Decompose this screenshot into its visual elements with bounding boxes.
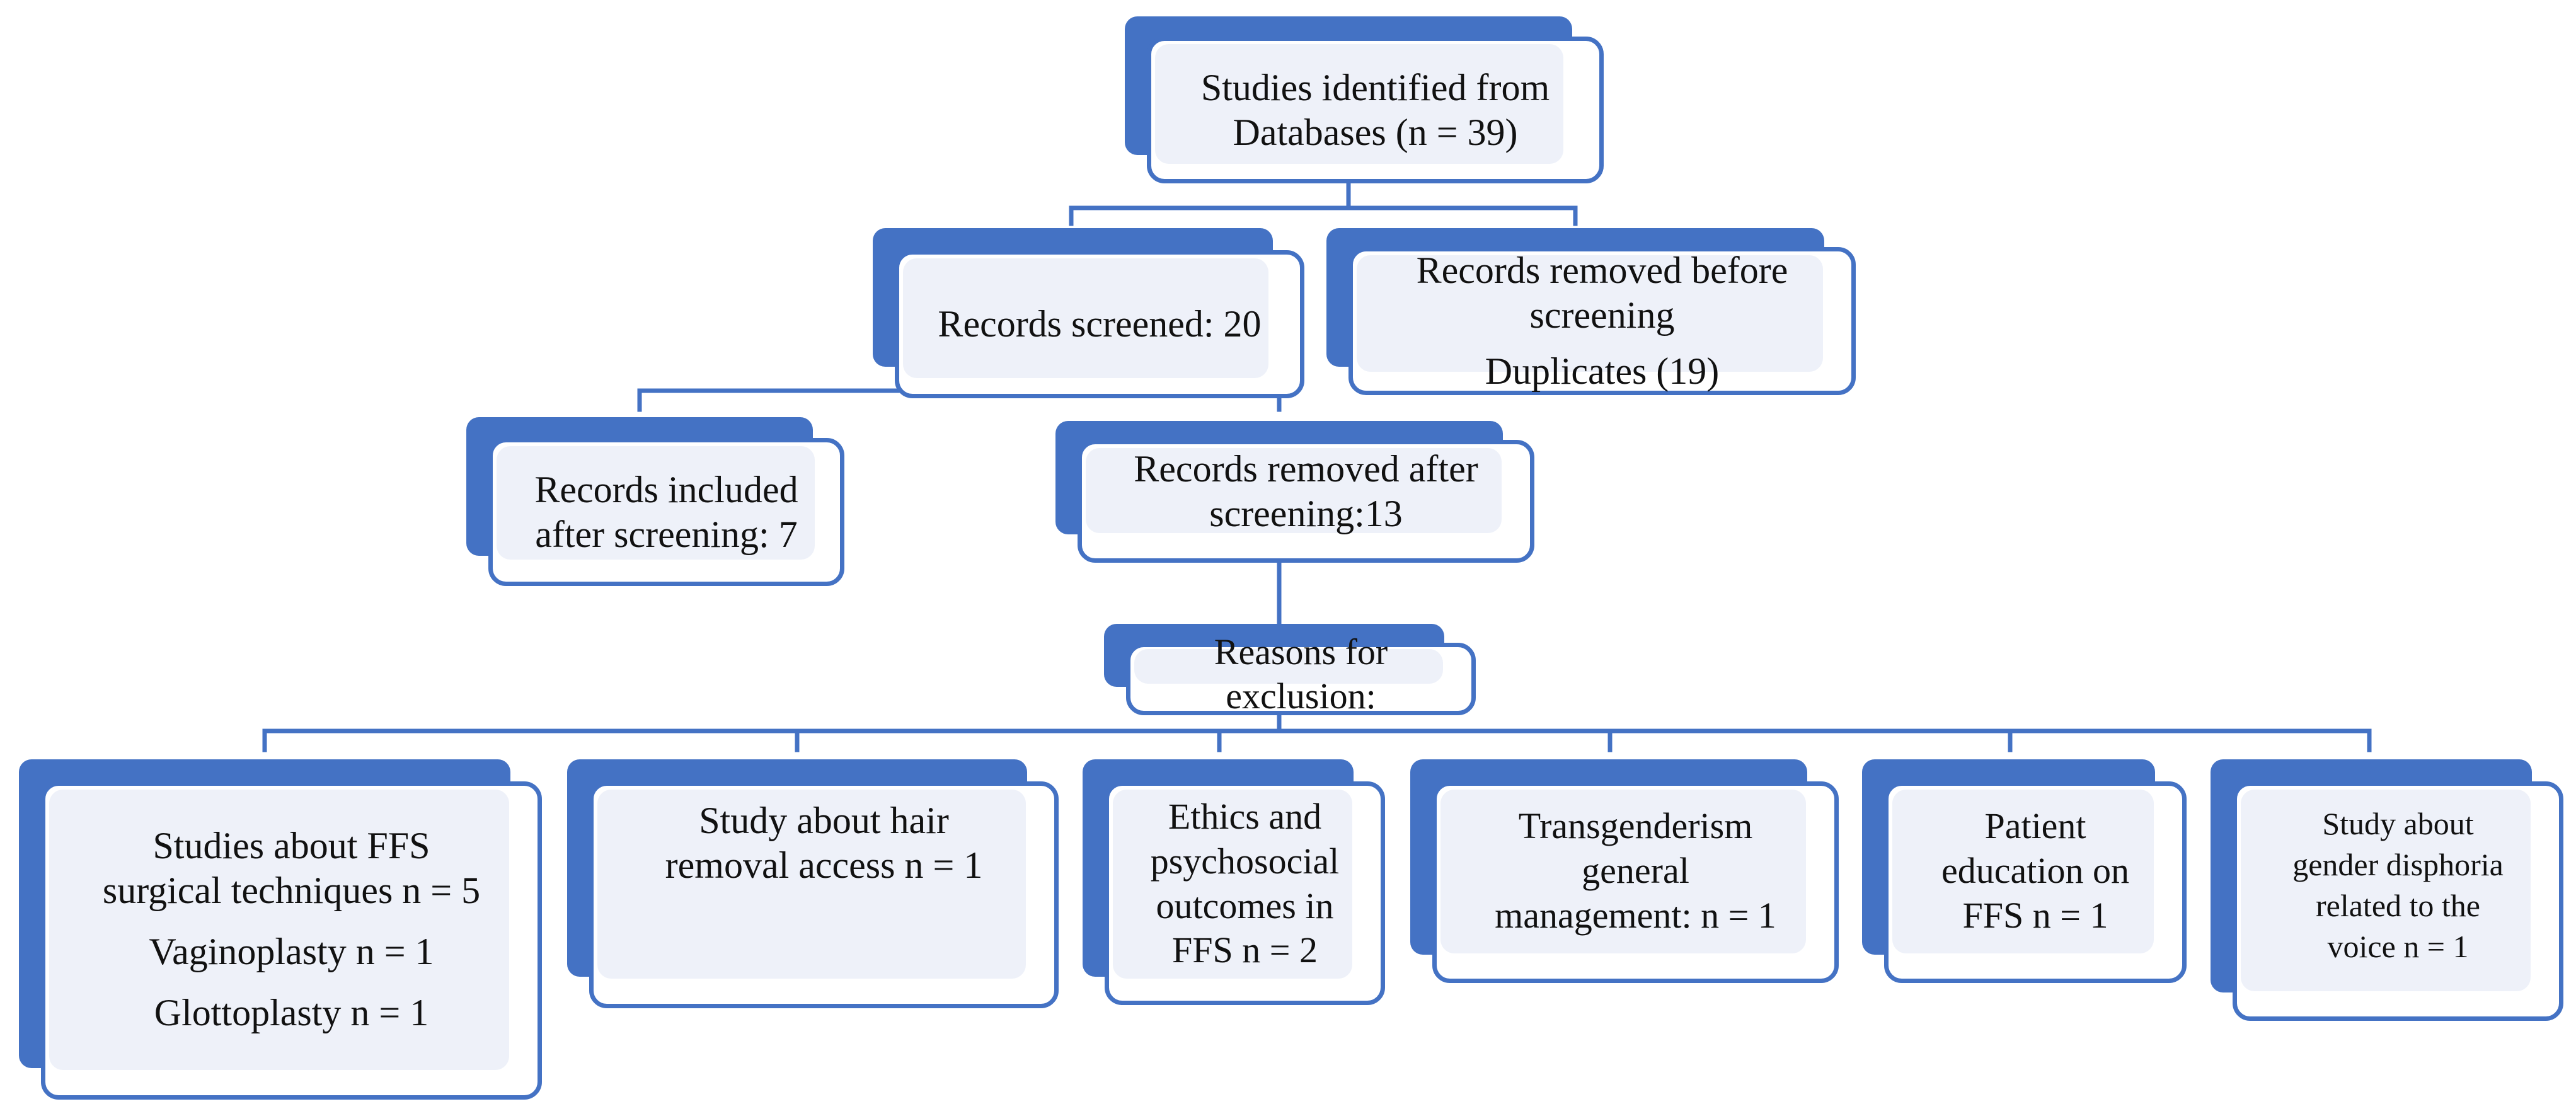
node-line: Studies identified from [1200,66,1550,108]
node-ethics-psychosocial-outcomes: Ethics and psychosocial outcomes in FFS … [1083,759,1385,1005]
node-line: exclusion: [1226,676,1376,716]
node-removed-after-screening: Records removed after screening:13 [1055,421,1534,563]
node-line: FFS n = 2 [1172,929,1318,971]
node-line: screening [1529,294,1675,337]
node-line: Patient [1984,805,2086,847]
node-line: FFS n = 1 [1962,894,2108,936]
node-line: Records removed after [1134,448,1478,490]
node-line: education on [1941,850,2129,892]
node-line: psychosocial [1150,840,1340,882]
node-line: related to the [2316,888,2480,923]
node-line: removal access n = 1 [665,844,983,886]
node-line: general [1582,850,1689,892]
node-line: Duplicates (19) [1485,350,1720,392]
node-line: Ethics and [1168,796,1322,837]
node-line: gender disphoria [2292,847,2504,882]
node-line: management: n = 1 [1495,894,1776,936]
node-line: Studies about FFS [152,825,430,867]
node-reasons-for-exclusion: Reasons for exclusion: [1104,624,1476,716]
node-line: Glottoplasty n = 1 [154,991,429,1033]
node-removed-before-screening: Records removed before screening Duplica… [1326,228,1856,395]
node-studies-identified: Studies identified from Databases (n = 3… [1125,16,1604,183]
node-ffs-surgical-techniques: Studies about FFS surgical techniques n … [19,759,542,1100]
node-line: surgical techniques n = 5 [102,870,481,912]
node-records-screened: Records screened: 20 [873,228,1304,398]
node-transgenderism-management: Transgenderism general management: n = 1 [1410,759,1839,983]
node-line: Records included [534,468,798,510]
node-line: after screening: 7 [535,513,798,555]
node-line: voice n = 1 [2327,929,2469,964]
node-hair-removal-access: Study about hair removal access n = 1 [567,759,1059,1008]
node-line: screening:13 [1209,493,1403,534]
node-line: outcomes in [1156,885,1334,926]
node-line: Reasons for [1214,631,1388,673]
connector-reasons-to-categories [262,710,2372,752]
node-line: Study about [2322,806,2474,841]
node-records-included: Records included after screening: 7 [466,417,844,586]
node-gender-disphoria-voice: Study about gender disphoria related to … [2211,759,2563,1021]
node-line: Transgenderism [1518,805,1753,847]
node-patient-education: Patient education on FFS n = 1 [1862,759,2187,983]
node-line: Records screened: 20 [938,303,1262,345]
node-line: Records removed before [1416,250,1788,292]
node-line: Study about hair [699,799,949,841]
connector-identified-to-screening [1069,174,1578,226]
node-line: Databases (n = 39) [1233,111,1518,153]
node-line: Vaginoplasty n = 1 [149,931,434,972]
